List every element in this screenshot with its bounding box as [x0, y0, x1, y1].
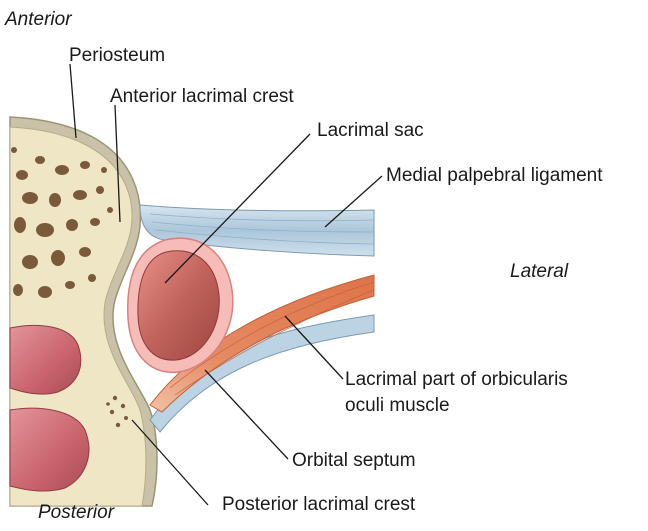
leader-lines — [69, 63, 383, 506]
lacrimal-sac — [137, 250, 220, 361]
upper-air-cell — [9, 324, 82, 395]
periosteum-label: Periosteum — [69, 45, 165, 66]
leader-anterior-lacrimal-crest — [114, 104, 121, 223]
lateral-label: Lateral — [510, 261, 569, 282]
bone-pores — [11, 147, 113, 298]
lower-air-cell — [9, 407, 90, 492]
leader-medial-palpebral-ligament — [324, 175, 383, 228]
posterior-crest-pores — [106, 395, 128, 428]
posterior-lacrimal-crest-label: Posterior lacrimal crest — [222, 494, 416, 515]
anterior-lacrimal-crest-label: Anterior lacrimal crest — [110, 86, 294, 107]
lacrimal-part-label-line1: Lacrimal part of orbicularis — [345, 369, 568, 390]
leader-posterior-lacrimal-crest — [131, 419, 209, 506]
medial-palpebral-ligament-label: Medial palpebral ligament — [386, 165, 603, 186]
leader-periosteum — [69, 63, 77, 139]
posterior-label: Posterior — [38, 502, 115, 523]
leader-lacrimal-sac — [164, 133, 311, 284]
ligament-fibers — [149, 213, 375, 245]
anterior-label: Anterior — [4, 9, 72, 30]
muscle-fibers — [169, 281, 375, 396]
lacrimal-sac-label: Lacrimal sac — [317, 120, 424, 141]
orbital-septum-label: Orbital septum — [292, 450, 416, 471]
leader-lacrimal-part — [284, 315, 344, 380]
leader-orbital-septum — [204, 369, 289, 460]
lacrimal-part-label-line2: oculi muscle — [345, 395, 450, 416]
